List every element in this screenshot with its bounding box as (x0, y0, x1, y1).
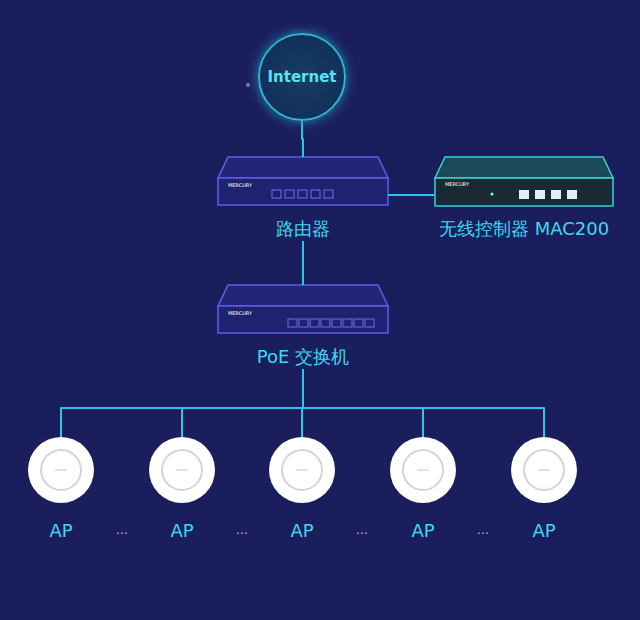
brand-logo: MERCURY (228, 182, 252, 188)
network-link (61, 369, 303, 437)
access-point: AP (27, 437, 95, 543)
node-label: 路由器 (276, 217, 330, 241)
brand-logo: MERCURY (445, 181, 469, 187)
network-link (182, 369, 303, 437)
network-link (302, 121, 303, 157)
router-illustration (218, 157, 388, 205)
ap-illustrations (28, 437, 577, 503)
brand-logo: MERCURY (228, 310, 252, 316)
network-link (303, 369, 423, 437)
node-label: AP (411, 519, 434, 543)
ellipsis: ... (477, 522, 489, 537)
access-point: AP (148, 437, 216, 543)
node-label: AP (49, 519, 72, 543)
access-point: AP (510, 437, 578, 543)
switch-box: PoE 交换机 (218, 285, 388, 369)
node-label: Internet (267, 65, 336, 89)
node-label: PoE 交换机 (257, 345, 349, 369)
node-label: AP (170, 519, 193, 543)
ellipsis: ... (116, 522, 128, 537)
internet-cloud: Internet (258, 33, 346, 121)
ellipsis: ... (356, 522, 368, 537)
access-point: AP (389, 437, 457, 543)
node-label: 无线控制器 MAC200 (439, 217, 609, 241)
controller-box: 无线控制器 MAC200 (435, 157, 614, 241)
glow-dot (246, 83, 250, 87)
network-link (302, 241, 304, 285)
switch-illustration (218, 285, 388, 333)
router-box: 路由器 (218, 157, 388, 241)
ellipsis: ... (236, 522, 248, 537)
network-link (388, 194, 435, 196)
controller-illustration (435, 157, 613, 206)
node-label: AP (290, 519, 313, 543)
network-link (303, 369, 544, 437)
access-point: AP (268, 437, 336, 543)
node-label: AP (532, 519, 555, 543)
